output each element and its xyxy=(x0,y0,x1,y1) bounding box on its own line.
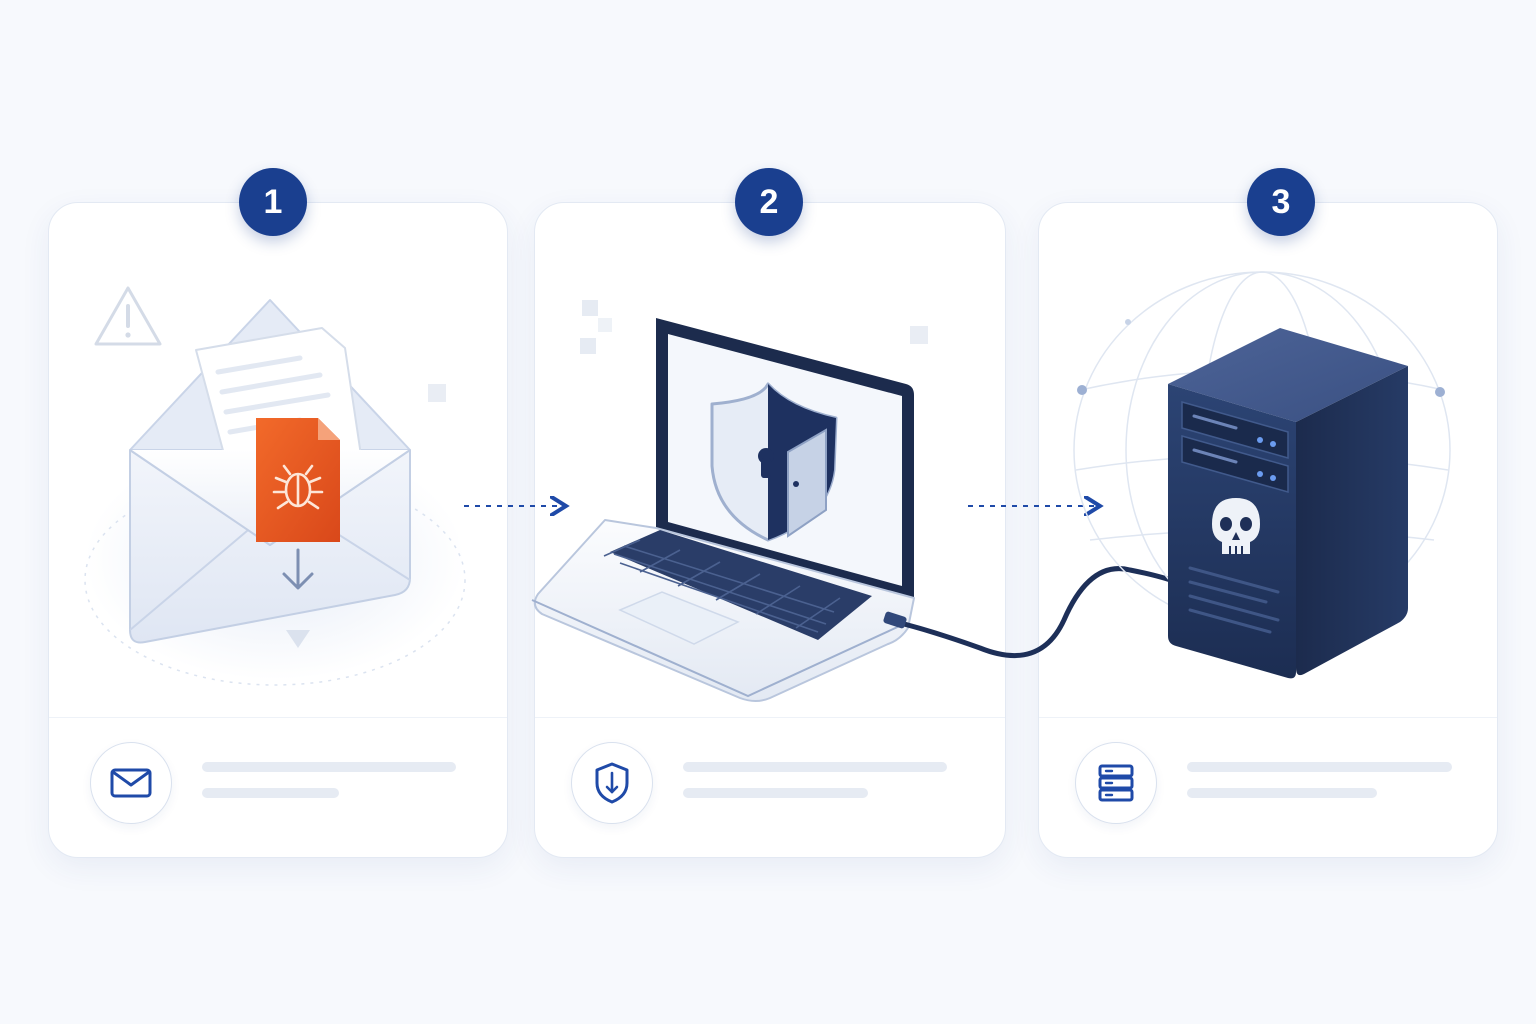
server-illustration xyxy=(1073,271,1451,679)
card-divider xyxy=(1039,717,1497,718)
skull-icon xyxy=(1212,498,1260,554)
card-divider xyxy=(49,717,507,718)
placeholder-text-line xyxy=(683,762,947,772)
placeholder-text-line xyxy=(1187,762,1452,772)
step-badge-2: 2 xyxy=(735,168,803,236)
placeholder-text-line xyxy=(202,762,456,772)
step-badge-1: 1 xyxy=(239,168,307,236)
email-illustration xyxy=(84,286,466,686)
card-divider xyxy=(535,717,1005,718)
open-shield-icon xyxy=(710,382,838,542)
shield-icon xyxy=(595,762,629,804)
placeholder-text-line xyxy=(683,788,868,798)
footer-shield-badge xyxy=(571,742,653,824)
placeholder-text-line xyxy=(202,788,339,798)
warning-icon xyxy=(94,286,162,346)
malware-file-icon xyxy=(256,418,340,542)
keyboard xyxy=(603,530,872,640)
footer-mail-badge xyxy=(90,742,172,824)
footer-server-badge xyxy=(1075,742,1157,824)
placeholder-text-line xyxy=(1187,788,1377,798)
laptop-illustration xyxy=(531,300,1179,702)
step-badge-3: 3 xyxy=(1247,168,1315,236)
server-icon xyxy=(1098,764,1134,802)
mail-icon xyxy=(110,768,152,798)
